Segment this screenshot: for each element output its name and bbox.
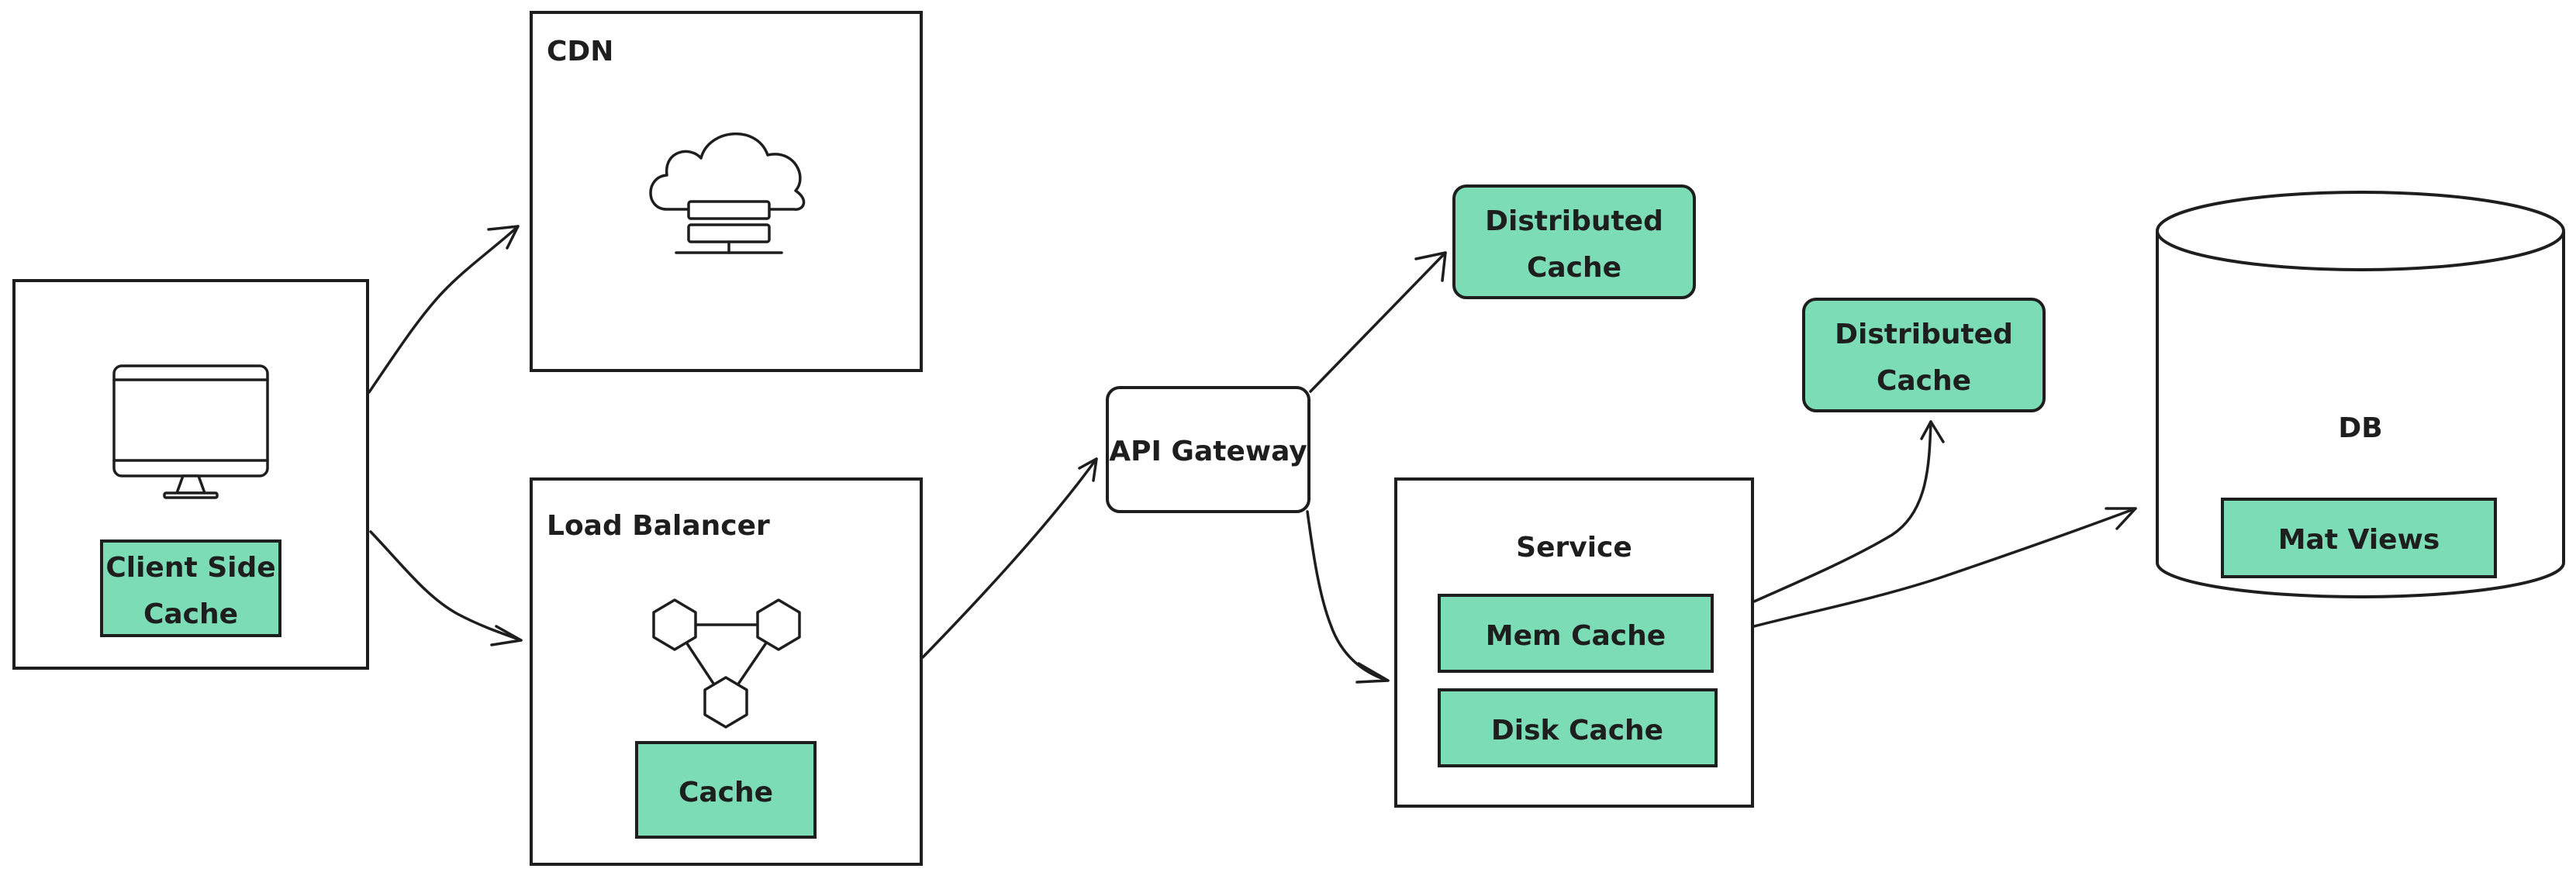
db-title: DB (2338, 412, 2382, 444)
mat-views[interactable]: Mat Views (2221, 498, 2497, 578)
mem-cache[interactable]: Mem Cache (1438, 594, 1714, 673)
client-side-cache-label-line2: Cache (143, 598, 238, 630)
mem-cache-label: Mem Cache (1486, 620, 1666, 652)
mat-views-label: Mat Views (2278, 524, 2440, 556)
cdn-title: CDN (547, 36, 613, 67)
distributed-cache-1-label-line1: Distributed (1485, 205, 1663, 237)
api-gateway-label: API Gateway (1109, 436, 1307, 467)
client-node[interactable]: Client Side Cache (12, 279, 369, 670)
edge-client-to-load-balancer (369, 530, 523, 646)
client-side-cache-label-line1: Client Side (105, 552, 275, 584)
edge-service-to-db (1752, 507, 2137, 628)
distributed-cache-2-label-line2: Cache (1877, 365, 1971, 397)
edge-service-to-distributed-cache-2 (1752, 420, 1945, 603)
db-node[interactable]: DB Mat Views (2156, 191, 2565, 598)
disk-cache-label: Disk Cache (1491, 715, 1663, 746)
service-title: Service (1516, 532, 1632, 564)
edge-api-gateway-to-service (1306, 510, 1390, 684)
distributed-cache-node-1[interactable]: Distributed Cache (1452, 184, 1696, 299)
service-node[interactable]: Service Mem Cache Disk Cache (1394, 477, 1754, 808)
edge-api-gateway-to-distributed-cache-1 (1309, 251, 1447, 393)
load-balancer-node[interactable]: Load Balancer Cache (530, 477, 923, 866)
load-balancer-cache-label: Cache (679, 777, 773, 808)
client-side-cache[interactable]: Client Side Cache (100, 539, 281, 637)
disk-cache[interactable]: Disk Cache (1438, 688, 1718, 767)
edge-client-to-cdn (368, 225, 520, 394)
distributed-cache-2-label-line1: Distributed (1835, 319, 2013, 350)
hexagon-network-icon (652, 598, 801, 729)
distributed-cache-node-2[interactable]: Distributed Cache (1802, 298, 2046, 412)
load-balancer-cache[interactable]: Cache (635, 741, 817, 839)
load-balancer-title: Load Balancer (547, 510, 770, 542)
monitor-icon (112, 364, 269, 499)
api-gateway-node[interactable]: API Gateway (1106, 386, 1310, 513)
edge-load-balancer-to-api-gateway (921, 457, 1098, 659)
distributed-cache-1-label-line2: Cache (1527, 252, 1621, 284)
cloud-server-icon (649, 133, 806, 254)
cdn-node[interactable]: CDN (530, 11, 923, 372)
